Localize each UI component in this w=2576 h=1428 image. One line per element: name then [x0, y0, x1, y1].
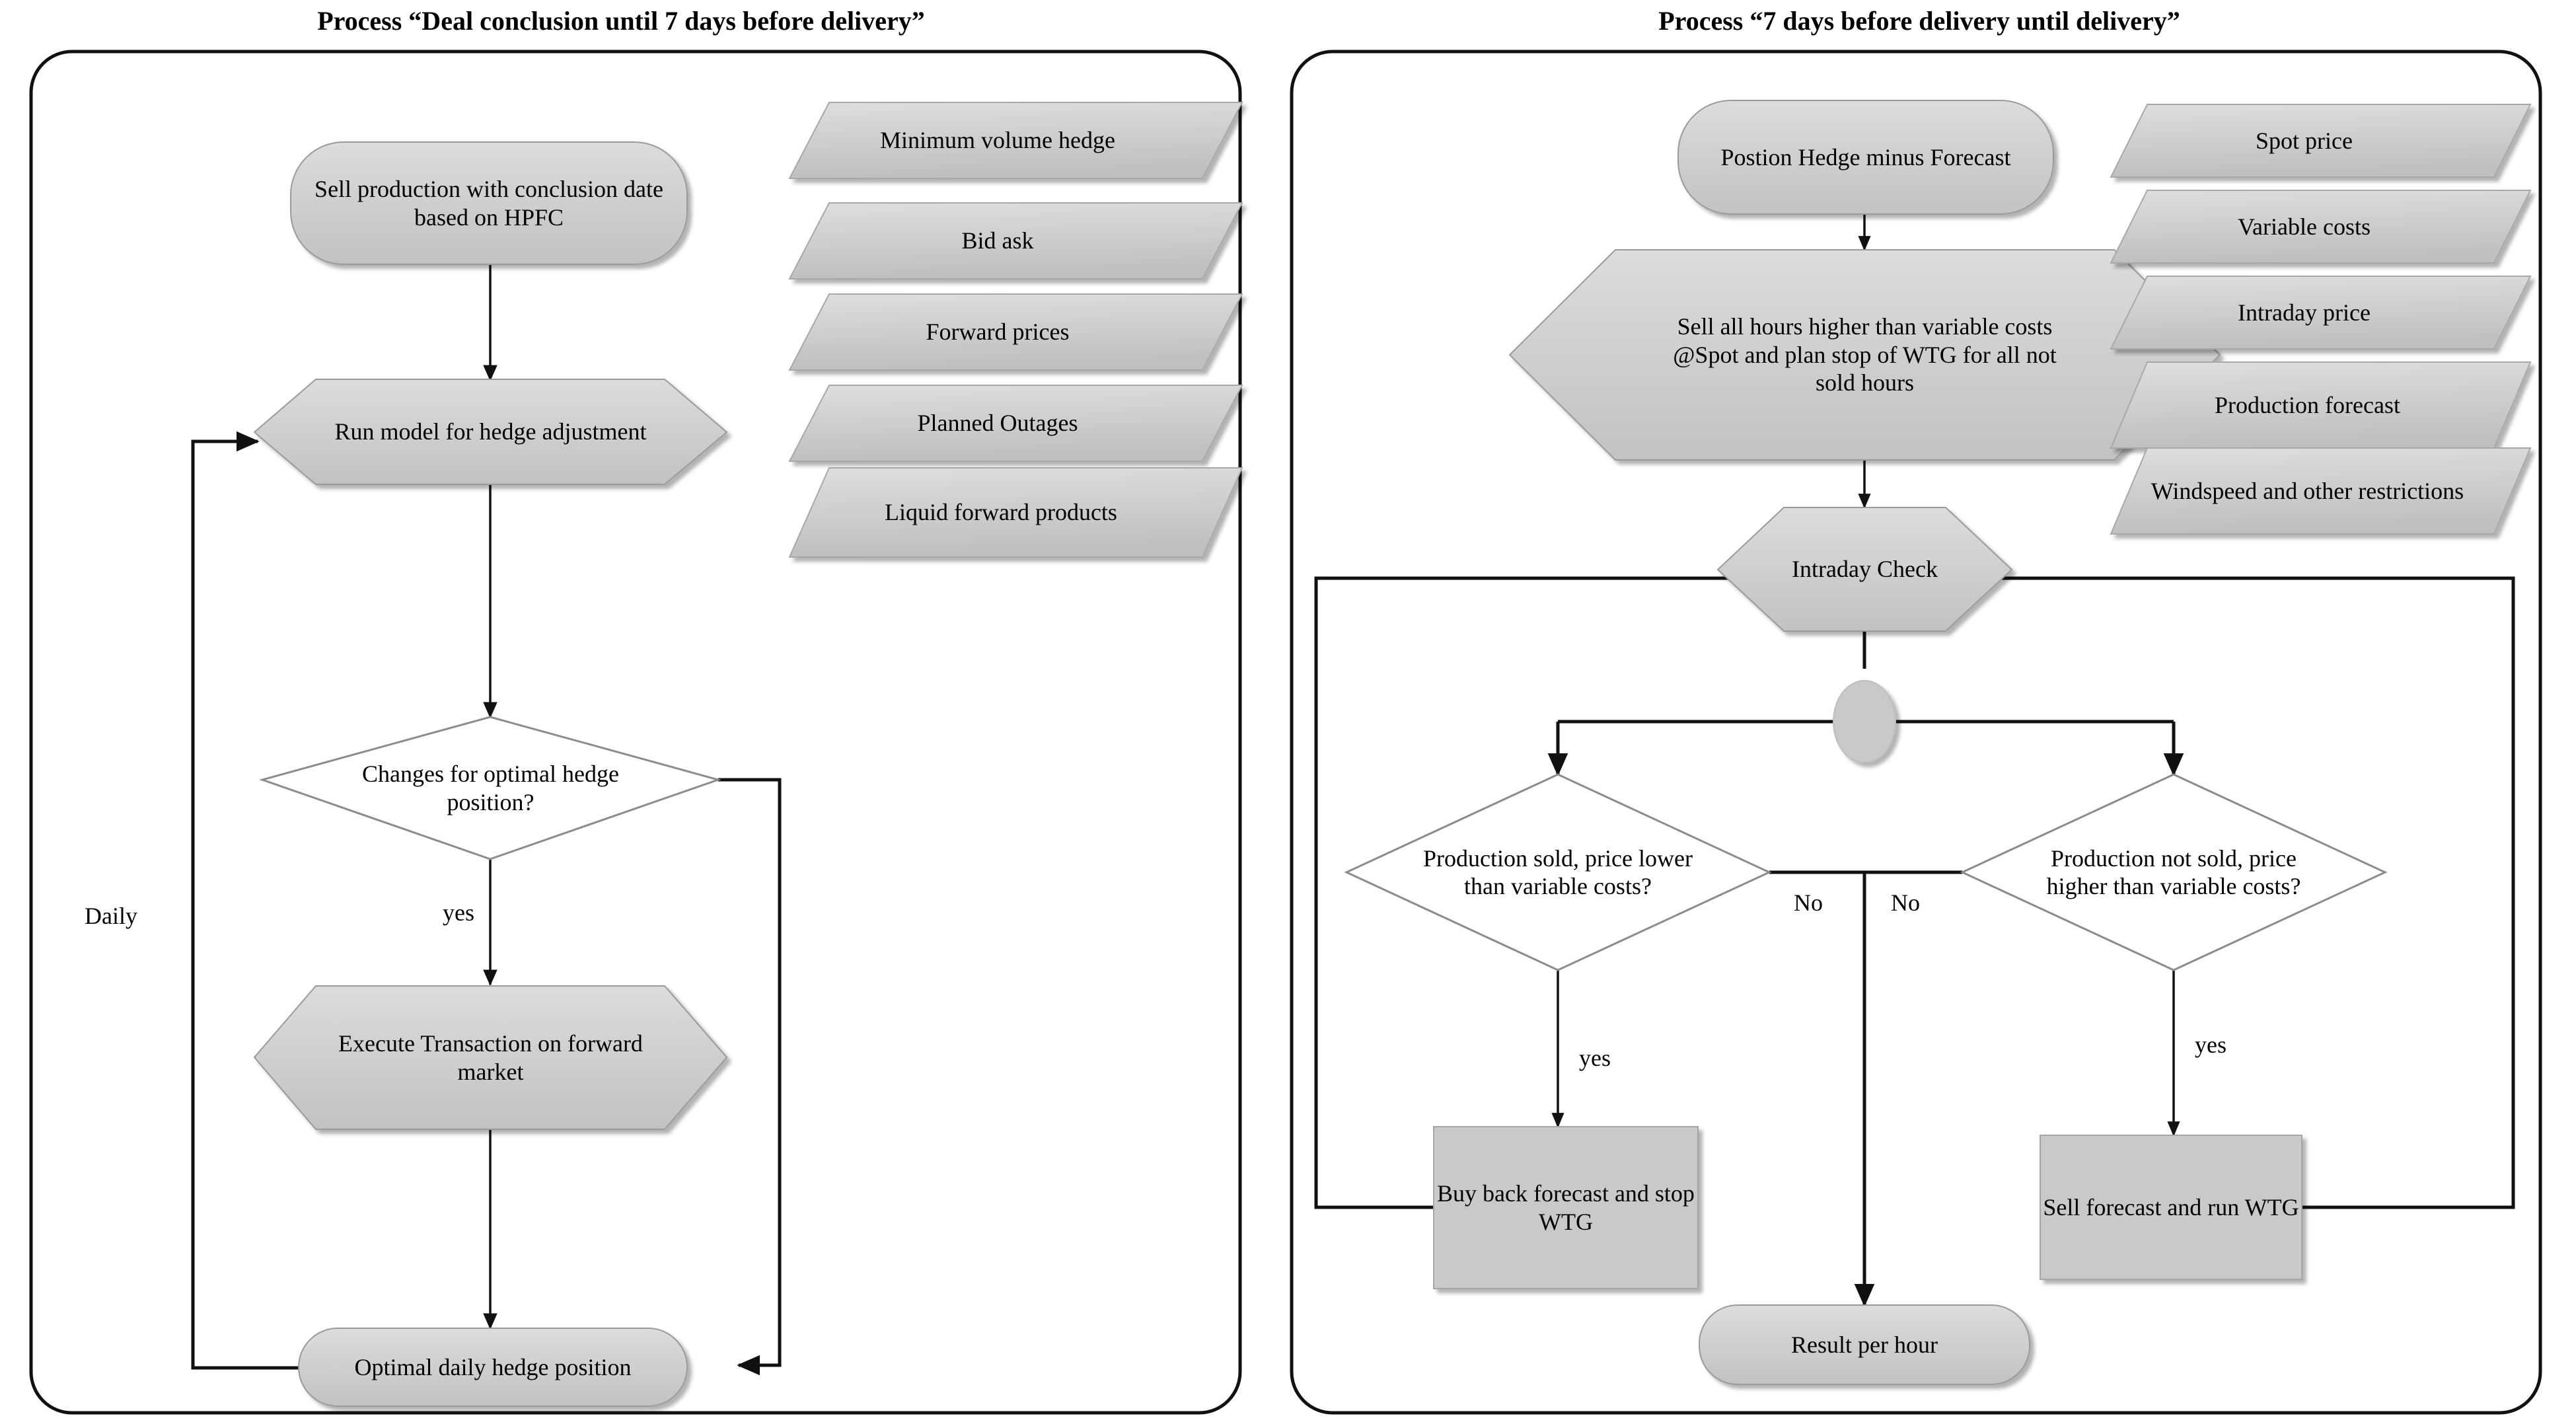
right-input-4[interactable]: [2110, 447, 2532, 535]
right-panel-frame: [1290, 50, 2542, 1415]
left-input-2[interactable]: [788, 293, 1243, 371]
left-input-4[interactable]: [788, 467, 1243, 558]
left-node-execute[interactable]: [253, 985, 728, 1130]
right-node-sell-all[interactable]: [1508, 249, 2221, 461]
circle-connector[interactable]: [1833, 680, 1896, 763]
right-node-sell-forecast[interactable]: [2040, 1135, 2302, 1280]
left-node-end[interactable]: [298, 1328, 688, 1407]
right-input-2[interactable]: [2110, 276, 2532, 350]
left-input-0[interactable]: [788, 102, 1243, 179]
edge-label-left-yes: yes: [443, 899, 474, 926]
left-node-start[interactable]: [290, 141, 688, 265]
edge-label-no-left: No: [1794, 889, 1823, 916]
left-input-3[interactable]: [788, 385, 1243, 462]
right-panel-title: Process “7 days before delivery until de…: [1658, 6, 2180, 36]
right-node-intraday-check[interactable]: [1716, 507, 2013, 632]
left-node-decision[interactable]: [258, 716, 722, 860]
left-input-1[interactable]: [788, 202, 1243, 280]
right-input-3[interactable]: [2110, 361, 2532, 449]
right-input-0[interactable]: [2110, 104, 2532, 178]
edge-label-right-yes-left: yes: [1579, 1045, 1611, 1071]
edge-label-daily: Daily: [85, 903, 137, 929]
left-panel-title: Process “Deal conclusion until 7 days be…: [317, 6, 925, 36]
left-panel-frame: [29, 50, 1242, 1415]
right-node-start[interactable]: [1677, 100, 2054, 215]
left-connectors: [191, 264, 782, 1376]
right-node-result[interactable]: [1699, 1304, 2030, 1385]
right-node-decision-left[interactable]: [1344, 773, 1772, 971]
right-input-1[interactable]: [2110, 190, 2532, 264]
right-node-decision-right[interactable]: [1960, 773, 2388, 971]
edge-label-right-yes-right: yes: [2195, 1032, 2226, 1058]
right-node-buy-back[interactable]: [1433, 1126, 1699, 1289]
edge-label-no-right: No: [1891, 889, 1920, 916]
left-node-run-model[interactable]: [253, 379, 728, 485]
